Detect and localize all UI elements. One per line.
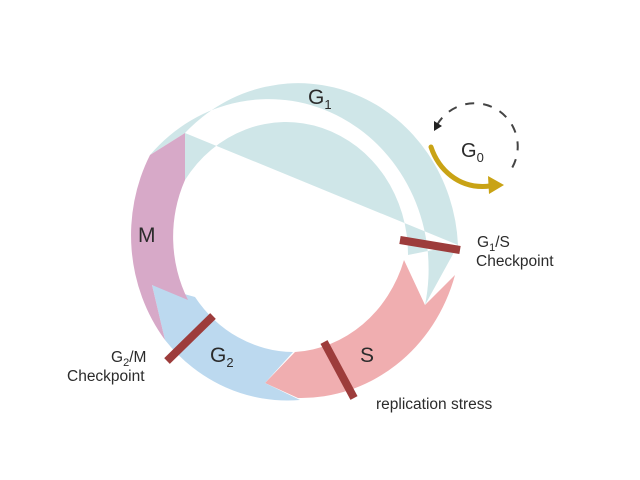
g2m-checkpoint-label-line2: Checkpoint bbox=[67, 368, 145, 385]
cell-cycle-ring bbox=[131, 83, 458, 401]
g1-label: G1 bbox=[308, 86, 332, 112]
g2-label: G2 bbox=[210, 344, 234, 370]
g1-phase-segment bbox=[150, 83, 458, 305]
g0-arrowhead bbox=[488, 176, 504, 194]
g2-phase-segment bbox=[152, 285, 300, 401]
g1s-checkpoint-label: G1/S bbox=[477, 234, 510, 254]
m-phase-segment bbox=[131, 133, 188, 340]
s-phase-segment bbox=[265, 260, 455, 399]
g0-arrowhead-small bbox=[434, 121, 442, 131]
g0-loop bbox=[428, 102, 519, 194]
s-label: S bbox=[360, 344, 374, 367]
g2m-checkpoint-label: G2/M bbox=[111, 349, 146, 369]
m-label: M bbox=[138, 224, 156, 247]
g0-curved-arrow bbox=[428, 144, 493, 189]
g1s-checkpoint-bar bbox=[399, 236, 461, 254]
replication-stress-label: replication stress bbox=[376, 396, 493, 413]
g2m-checkpoint-bar bbox=[164, 313, 216, 364]
replication-stress-bar bbox=[320, 340, 358, 400]
g1s-checkpoint-label-line2: Checkpoint bbox=[476, 253, 554, 270]
g0-label: G0 bbox=[461, 140, 484, 165]
g0-dashed-arc bbox=[436, 102, 519, 169]
